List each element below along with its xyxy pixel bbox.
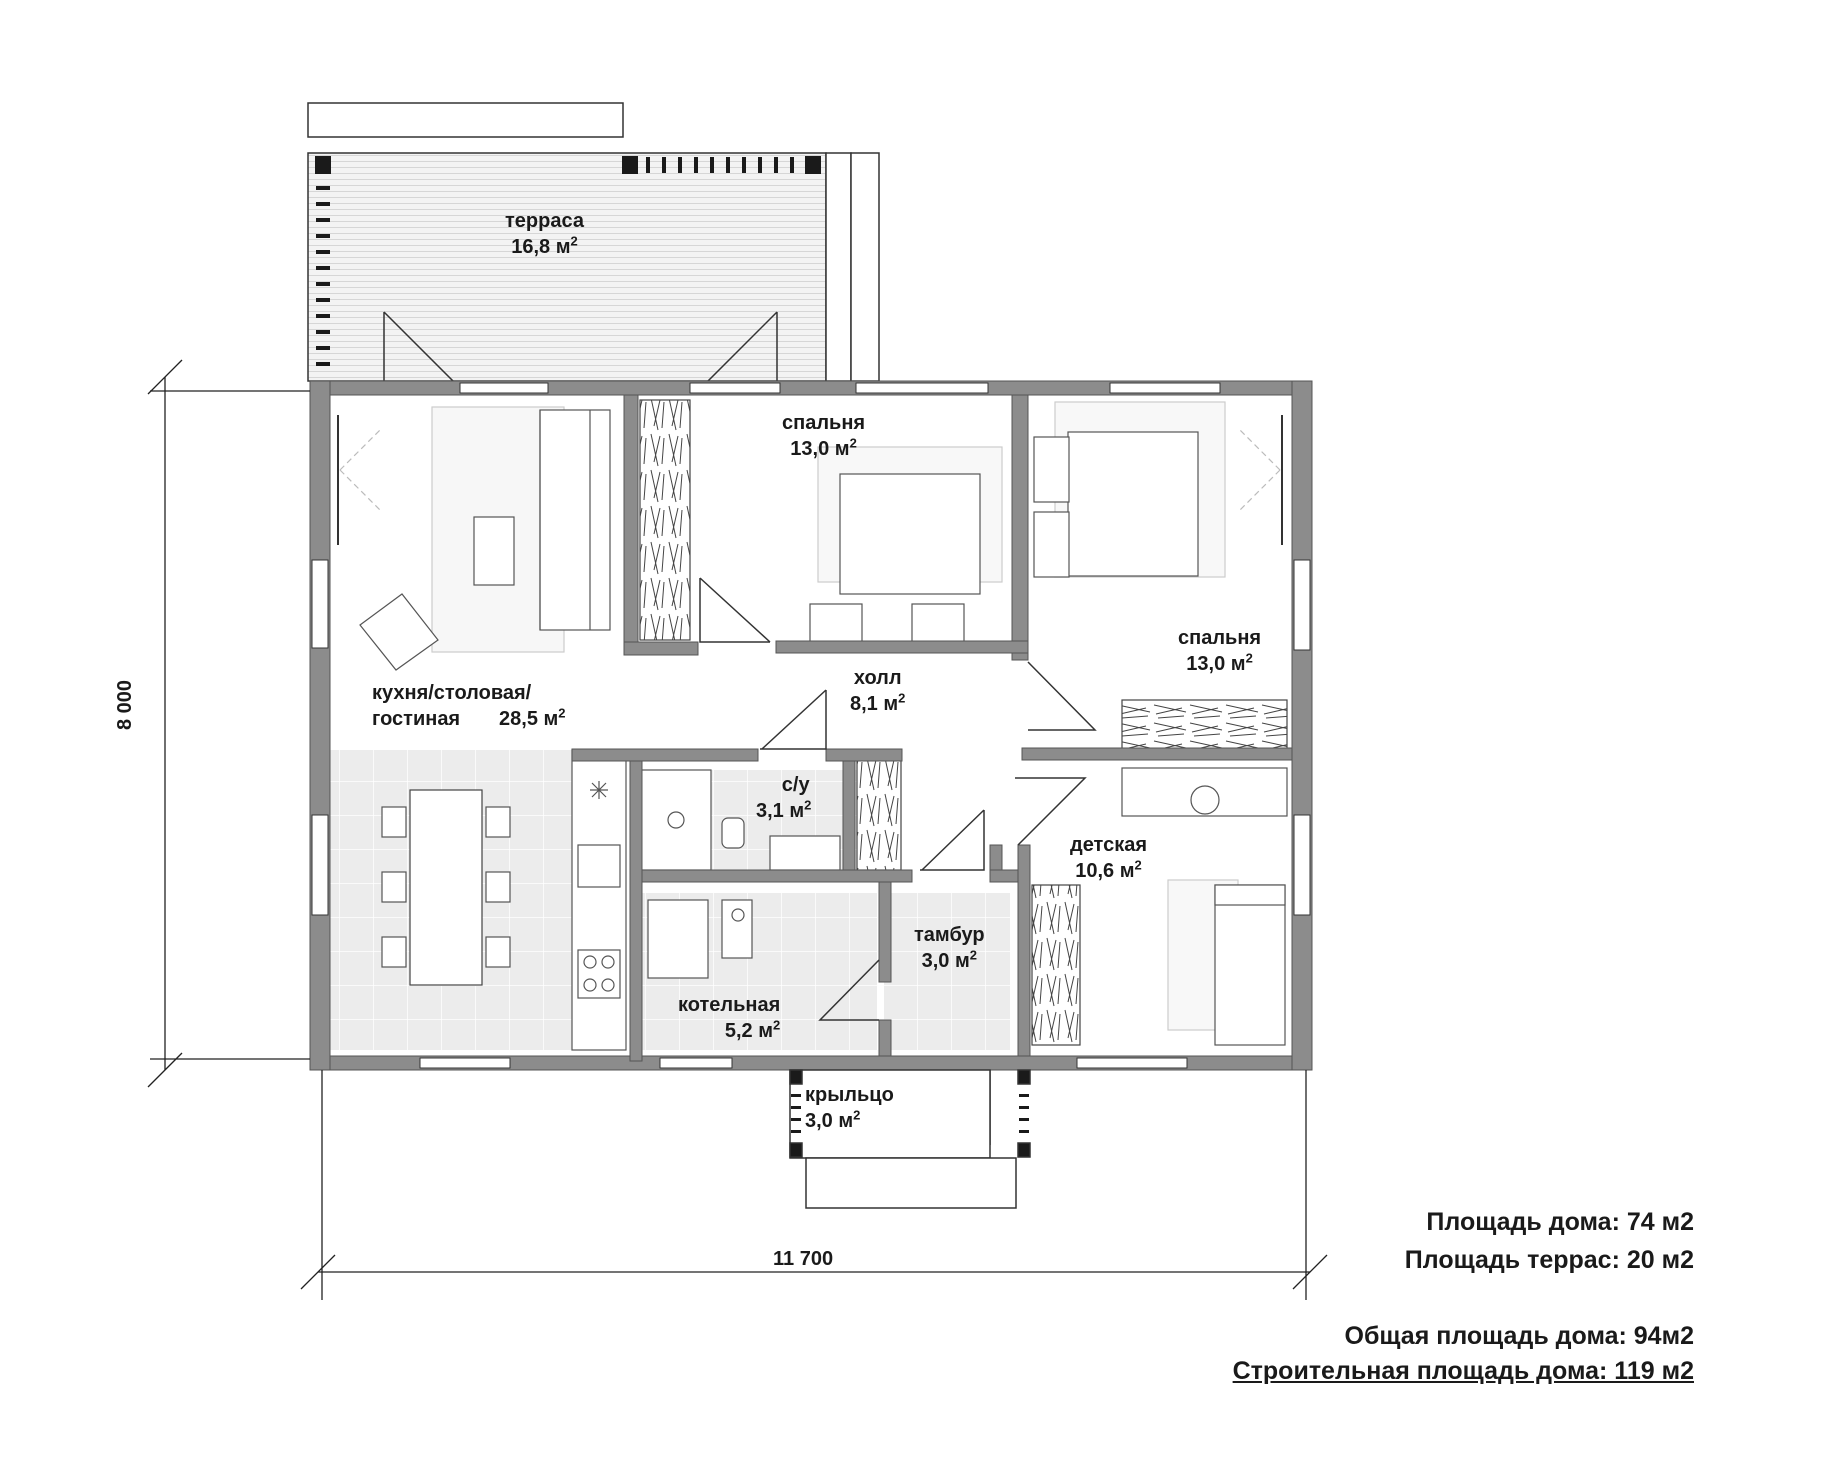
hall-sup: 2	[898, 690, 906, 706]
label-hall: холл 8,1 м2	[850, 665, 905, 717]
porch	[789, 1069, 1031, 1209]
dimension-height: 8 000	[114, 679, 136, 730]
kitchen-area: 28,5 м	[499, 708, 559, 730]
vestibule-sup: 2	[969, 947, 977, 963]
bathroom-name: с/у	[781, 774, 810, 796]
terrace-sup: 2	[570, 233, 578, 249]
dimension-width: 11 700	[773, 1248, 834, 1270]
label-vestibule: тамбур 3,0 м2	[914, 922, 985, 974]
vestibule-tiles	[884, 893, 1010, 1050]
bathroom-sup: 2	[804, 797, 812, 813]
total-area: Общая площадь дома: 94м2	[1344, 1322, 1695, 1350]
label-nursery: детская 10,6 м2	[1070, 832, 1147, 884]
bedroom-1-sup: 2	[849, 435, 857, 451]
terrace-name: терраса	[505, 210, 584, 232]
terrace	[307, 102, 880, 387]
kitchen-sup: 2	[558, 705, 566, 721]
hall-area: 8,1 м	[850, 693, 899, 715]
label-kitchen: кухня/столовая/ гостиная 28,5 м2	[372, 680, 566, 732]
nursery-sup: 2	[1134, 857, 1142, 873]
kitchen-name-2: гостиная	[372, 708, 461, 730]
kitchen-name-1: кухня/столовая/	[372, 682, 532, 704]
porch-area: 3,0 м	[805, 1110, 854, 1132]
furniture	[337, 399, 1288, 1051]
boiler-name: котельная	[678, 994, 781, 1016]
hall-name: холл	[853, 667, 902, 689]
label-porch: крыльцо 3,0 м2	[805, 1082, 894, 1134]
vestibule-name: тамбур	[914, 924, 985, 946]
boiler-sup: 2	[773, 1017, 781, 1033]
label-terrace: терраса 16,8 м2	[505, 208, 584, 260]
porch-name: крыльцо	[805, 1084, 894, 1106]
vestibule-area: 3,0 м	[921, 950, 970, 972]
boiler-area: 5,2 м	[724, 1020, 774, 1042]
label-boiler: котельная 5,2 м2	[678, 992, 780, 1044]
dimension-lines	[147, 359, 1328, 1300]
windows	[311, 382, 1311, 1069]
bedroom-2-area: 13,0 м	[1186, 653, 1246, 675]
bedroom-1-area: 13,0 м	[790, 438, 850, 460]
bathroom-area: 3,1 м	[756, 800, 805, 822]
bedroom-1-name: спальня	[782, 412, 866, 434]
building-area: Строительная площадь дома: 119 м2	[1232, 1357, 1694, 1385]
label-bedroom-2: спальня 13,0 м2	[1178, 625, 1261, 677]
bedroom-2-sup: 2	[1245, 650, 1253, 666]
bedroom-2-name: спальня	[1178, 627, 1262, 649]
walls	[309, 380, 1313, 1071]
porch-sup: 2	[853, 1107, 861, 1123]
nursery-name: детская	[1070, 834, 1148, 856]
nursery-area: 10,6 м	[1075, 860, 1135, 882]
label-bathroom: с/у 3,1 м2	[756, 772, 811, 824]
terrace-area-total: Площадь террас: 20 м2	[1404, 1246, 1694, 1274]
label-bedroom-1: спальня 13,0 м2	[782, 410, 865, 462]
terrace-area: 16,8 м	[511, 236, 571, 258]
house-area: Площадь дома: 74 м2	[1426, 1208, 1694, 1236]
